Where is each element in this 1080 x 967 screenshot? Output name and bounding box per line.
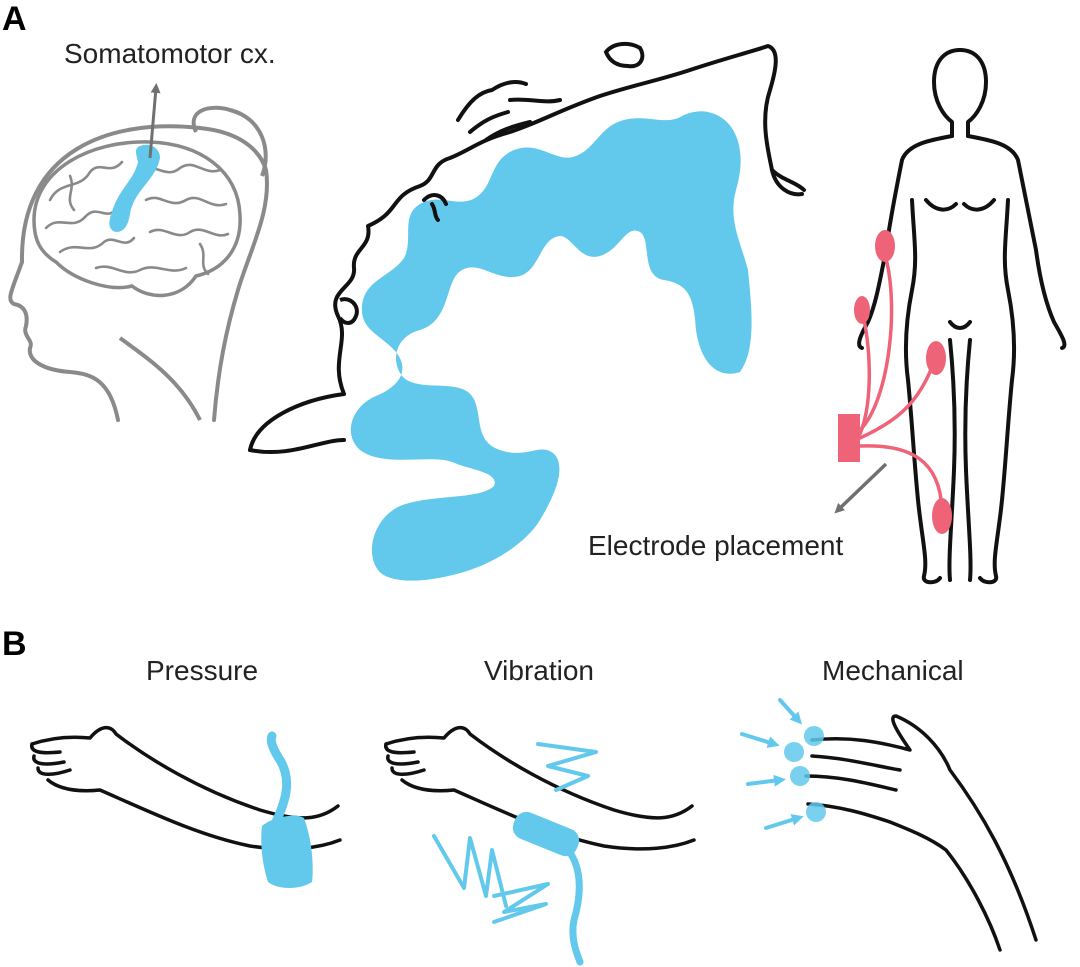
homunculus-foot (603, 41, 806, 192)
stimulator-probe-2 (784, 742, 804, 762)
homunculus-lips (338, 297, 359, 325)
mechanical-arrows (740, 698, 804, 830)
body-inner-legs (947, 320, 973, 582)
electrode-pad-calf (932, 498, 952, 534)
body-head (932, 48, 962, 138)
neck-outline (118, 336, 202, 421)
homunculus-hand (456, 80, 562, 142)
somatomotor-label: Somatomotor cx. (64, 38, 276, 69)
vibration-arm (384, 725, 696, 851)
homunculus-eye (422, 193, 448, 222)
stimulus-arrow-2 (740, 732, 780, 748)
electrode-set (834, 230, 952, 534)
vibration-zigzags (432, 742, 598, 924)
mechanical-hand (804, 714, 1038, 952)
somatomotor-cortex-strip (109, 144, 160, 232)
mechanical-stimulators (740, 698, 826, 830)
pressure-tube (266, 731, 292, 827)
vibration-label: Vibration (484, 655, 595, 686)
body-torso-left (903, 198, 942, 585)
pressure-cuff-band (261, 815, 313, 888)
stimulator-box (838, 414, 860, 462)
electrode-pad-forearm (854, 296, 870, 324)
somatomotor-arrow (148, 83, 161, 159)
vibration-cable (564, 846, 584, 966)
brain-outline (32, 140, 242, 298)
body-torso-right (978, 198, 1017, 585)
body-figure (857, 48, 1067, 585)
electrode-leads (858, 250, 944, 512)
head-with-brain (8, 83, 269, 422)
body-chest (924, 198, 996, 212)
pressure-cuff (261, 731, 313, 888)
electrode-placement-label: Electrode placement (588, 530, 844, 561)
brain-gyri (44, 160, 230, 276)
head-outline (8, 260, 120, 422)
stimulator-probe-3 (790, 766, 810, 786)
homunculus-tongue (248, 438, 346, 455)
mechanical-label: Mechanical (822, 655, 964, 686)
electrode-pad-thigh (926, 341, 946, 375)
stimulator-probe-1 (804, 726, 824, 746)
stimulator-probe-4 (806, 802, 826, 822)
hair-bun (191, 105, 268, 177)
body-right-side (966, 134, 1067, 350)
stimulus-arrow-1 (778, 698, 803, 725)
electrode-placement-arrow (834, 462, 888, 514)
panel-b-label: B (2, 625, 27, 663)
pressure-label: Pressure (146, 655, 259, 686)
homunculus (248, 41, 806, 581)
vibration-device (432, 742, 598, 966)
stimulus-arrow-3 (746, 774, 786, 787)
panel-a-label: A (2, 0, 27, 38)
vibration-motor (512, 811, 580, 857)
body-left-side (857, 134, 954, 350)
cortex-map-ribbon (350, 111, 752, 581)
stimulus-arrow-4 (764, 814, 804, 830)
homunculus-outline (248, 44, 804, 452)
electrode-pad-upper-arm (875, 230, 895, 262)
body-head-right (958, 48, 988, 138)
